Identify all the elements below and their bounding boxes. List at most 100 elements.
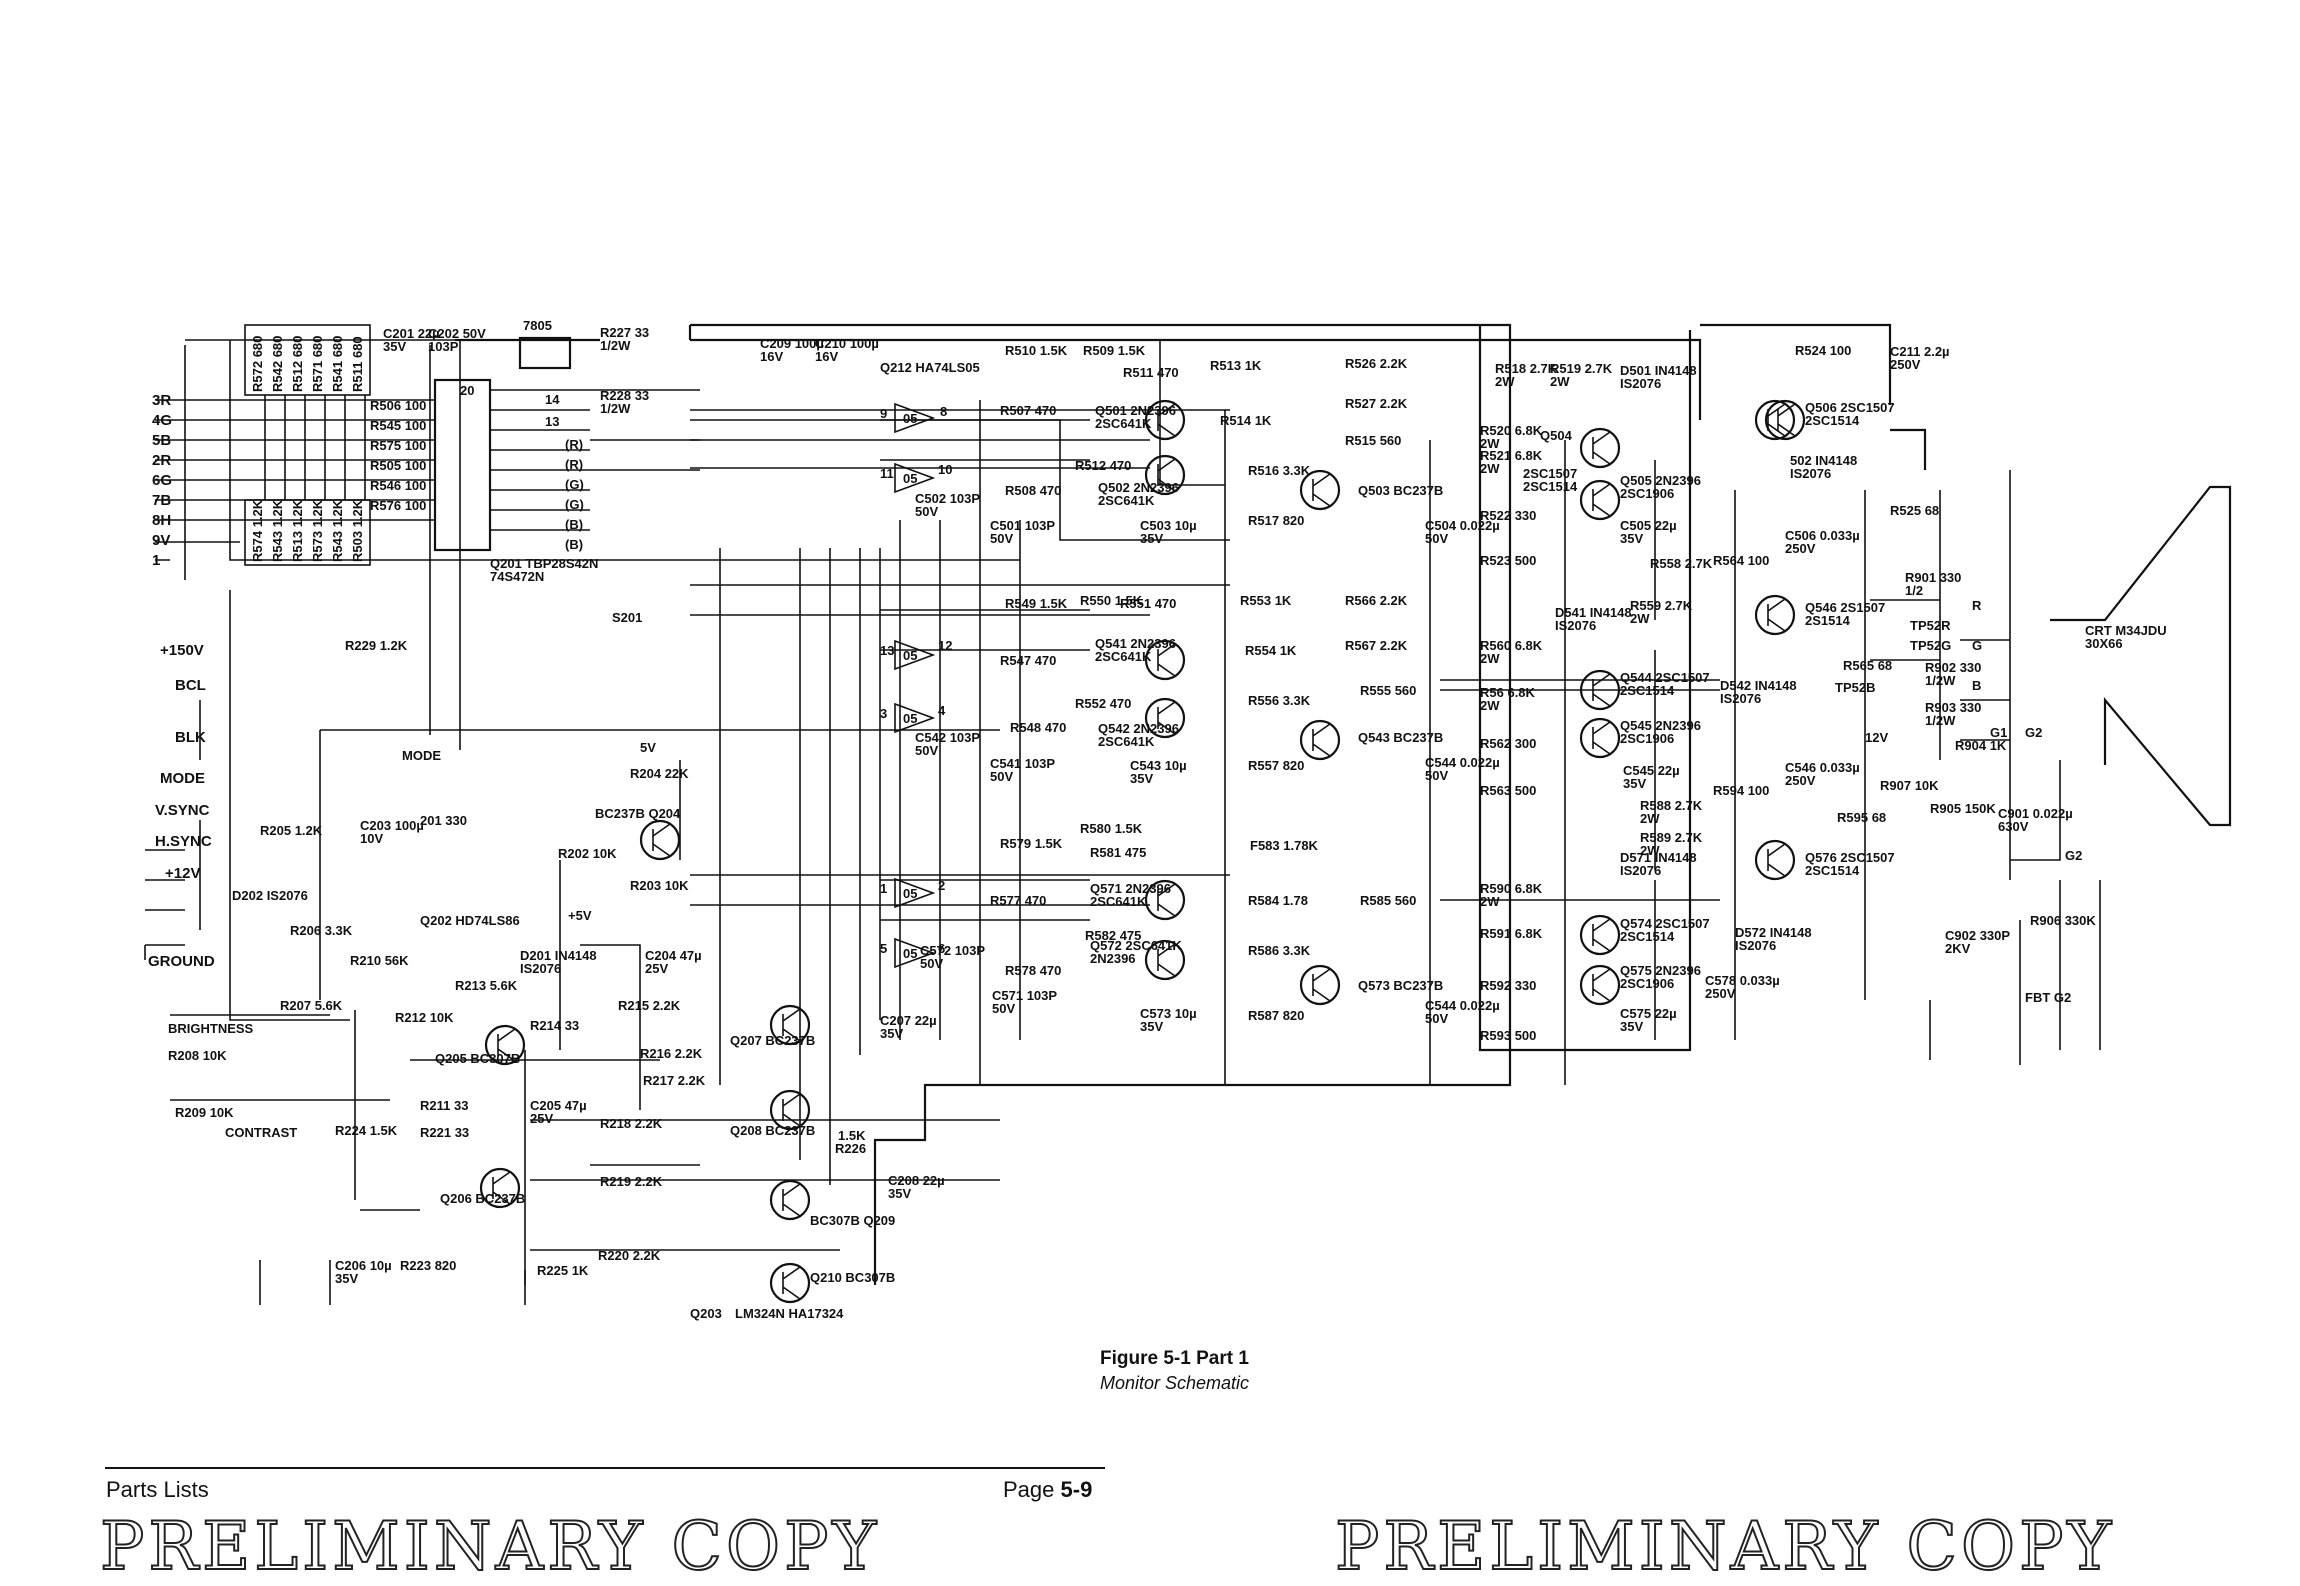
part-r207: R207 5.6K — [280, 998, 343, 1013]
part-r202: R202 10K — [558, 846, 617, 861]
connector-resistor: R543 1.2K — [270, 499, 285, 562]
part-r591: R591 6.8K — [1480, 926, 1543, 941]
part-r511: R511 470 — [1123, 365, 1179, 380]
transistor-symbol — [1144, 639, 1186, 681]
transistor-terminals — [1157, 643, 1176, 677]
part-r-left: R546 100 — [370, 478, 426, 493]
part-r522: R522 330 — [1480, 508, 1536, 523]
part-r564: R564 100 — [1713, 553, 1769, 568]
connector-resistor: R574 1.2K — [250, 499, 265, 562]
transistor-terminals — [1312, 723, 1331, 757]
part-r205: R205 1.2K — [260, 823, 323, 838]
part-r587: R587 820 — [1248, 1008, 1304, 1023]
inverter-gate-label: 05 — [903, 648, 917, 663]
connector-resistor: R511 680 — [350, 336, 365, 392]
part-r594: R594 100 — [1713, 783, 1769, 798]
transistor-symbol — [1754, 594, 1796, 636]
part-r579: R579 1.5K — [1000, 836, 1063, 851]
gate-pin-in_13: 13 — [880, 643, 894, 658]
part-v5: 5V — [640, 740, 656, 755]
pin-5b: 5B — [152, 432, 171, 449]
part-r203: R203 10K — [630, 878, 689, 893]
transistor-symbol — [769, 1004, 811, 1046]
part-r515: R515 560 — [1345, 433, 1401, 448]
transistor-symbol — [1299, 719, 1341, 761]
watermark-left: PRELIMINARY COPY — [99, 1507, 881, 1586]
part-r907: R907 10K — [1880, 778, 1939, 793]
part-r208: R208 10K — [168, 1048, 227, 1063]
part-r221: R221 33 — [420, 1125, 469, 1140]
gate-pin-in_4: 4 — [938, 703, 946, 718]
part-r562: R562 300 — [1480, 736, 1536, 751]
inverter-gate-label: 05 — [903, 471, 917, 486]
part-r218: R218 2.2K — [600, 1116, 663, 1131]
input-blk: BLK — [175, 729, 206, 746]
part-r586: R586 3.3K — [1248, 943, 1311, 958]
part-r210: R210 56K — [350, 953, 409, 968]
transistor-symbol — [769, 1262, 811, 1304]
part-crt_g: G — [1972, 638, 1982, 653]
part-r547: R547 470 — [1000, 653, 1056, 668]
input-hsync: H.SYNC — [155, 833, 212, 850]
part-q202: Q202 HD74LS86 — [420, 913, 520, 928]
pin-6g: 6G — [152, 472, 172, 489]
part-r219: R219 2.2K — [600, 1174, 663, 1189]
figure-subtitle: Monitor Schematic — [1100, 1373, 1250, 1393]
part-r507: R507 470 — [1000, 403, 1056, 418]
footer-section: Parts Lists — [106, 1477, 209, 1502]
part-q208: Q208 BC237B — [730, 1123, 815, 1138]
part-r513: R513 1K — [1210, 358, 1262, 373]
part-r212: R212 10K — [395, 1010, 454, 1025]
part-q206: Q206 BC237B — [440, 1191, 525, 1206]
part-r206: R206 3.3K — [290, 923, 353, 938]
inverter-gate-symbol — [894, 702, 936, 734]
crt-outline — [2010, 485, 2232, 861]
transistor-terminals — [652, 823, 671, 857]
part-r508: R508 470 — [1005, 483, 1061, 498]
transistor-terminals — [1592, 673, 1611, 707]
part-r15k: 1.5K — [838, 1128, 866, 1143]
pin-4g: 4G — [152, 412, 172, 429]
part-s201: S201 — [612, 610, 642, 625]
transistor-symbol — [1144, 939, 1186, 981]
part-r581: R581 475 — [1090, 845, 1146, 860]
part-r565: R565 68 — [1843, 658, 1892, 673]
part-r554: R554 1K — [1245, 643, 1297, 658]
part-r509: R509 1.5K — [1083, 343, 1146, 358]
connector-resistor: R541 680 — [330, 336, 345, 392]
part-lm324: LM324N HA17324 — [735, 1306, 844, 1321]
part-r580: R580 1.5K — [1080, 821, 1143, 836]
part-r524: R524 100 — [1795, 343, 1851, 358]
watermark-right: PRELIMINARY COPY — [1334, 1507, 2116, 1586]
part-r-left: R506 100 — [370, 398, 426, 413]
transistor-symbol — [1579, 914, 1621, 956]
transistor-terminals — [1592, 918, 1611, 952]
part-pin_13: 13 — [545, 414, 559, 429]
part-r548: R548 470 — [1010, 720, 1066, 735]
pin-1: 1 — [152, 552, 160, 569]
inverter-gate-label: 05 — [903, 886, 917, 901]
transistor-symbols — [479, 399, 1806, 1304]
part-r567: R567 2.2K — [1345, 638, 1408, 653]
part-r905: R905 150K — [1930, 801, 1996, 816]
input-12v: +12V — [165, 865, 200, 882]
part-q212: Q212 HA74LS05 — [880, 360, 980, 375]
part-r523: R523 500 — [1480, 553, 1536, 568]
